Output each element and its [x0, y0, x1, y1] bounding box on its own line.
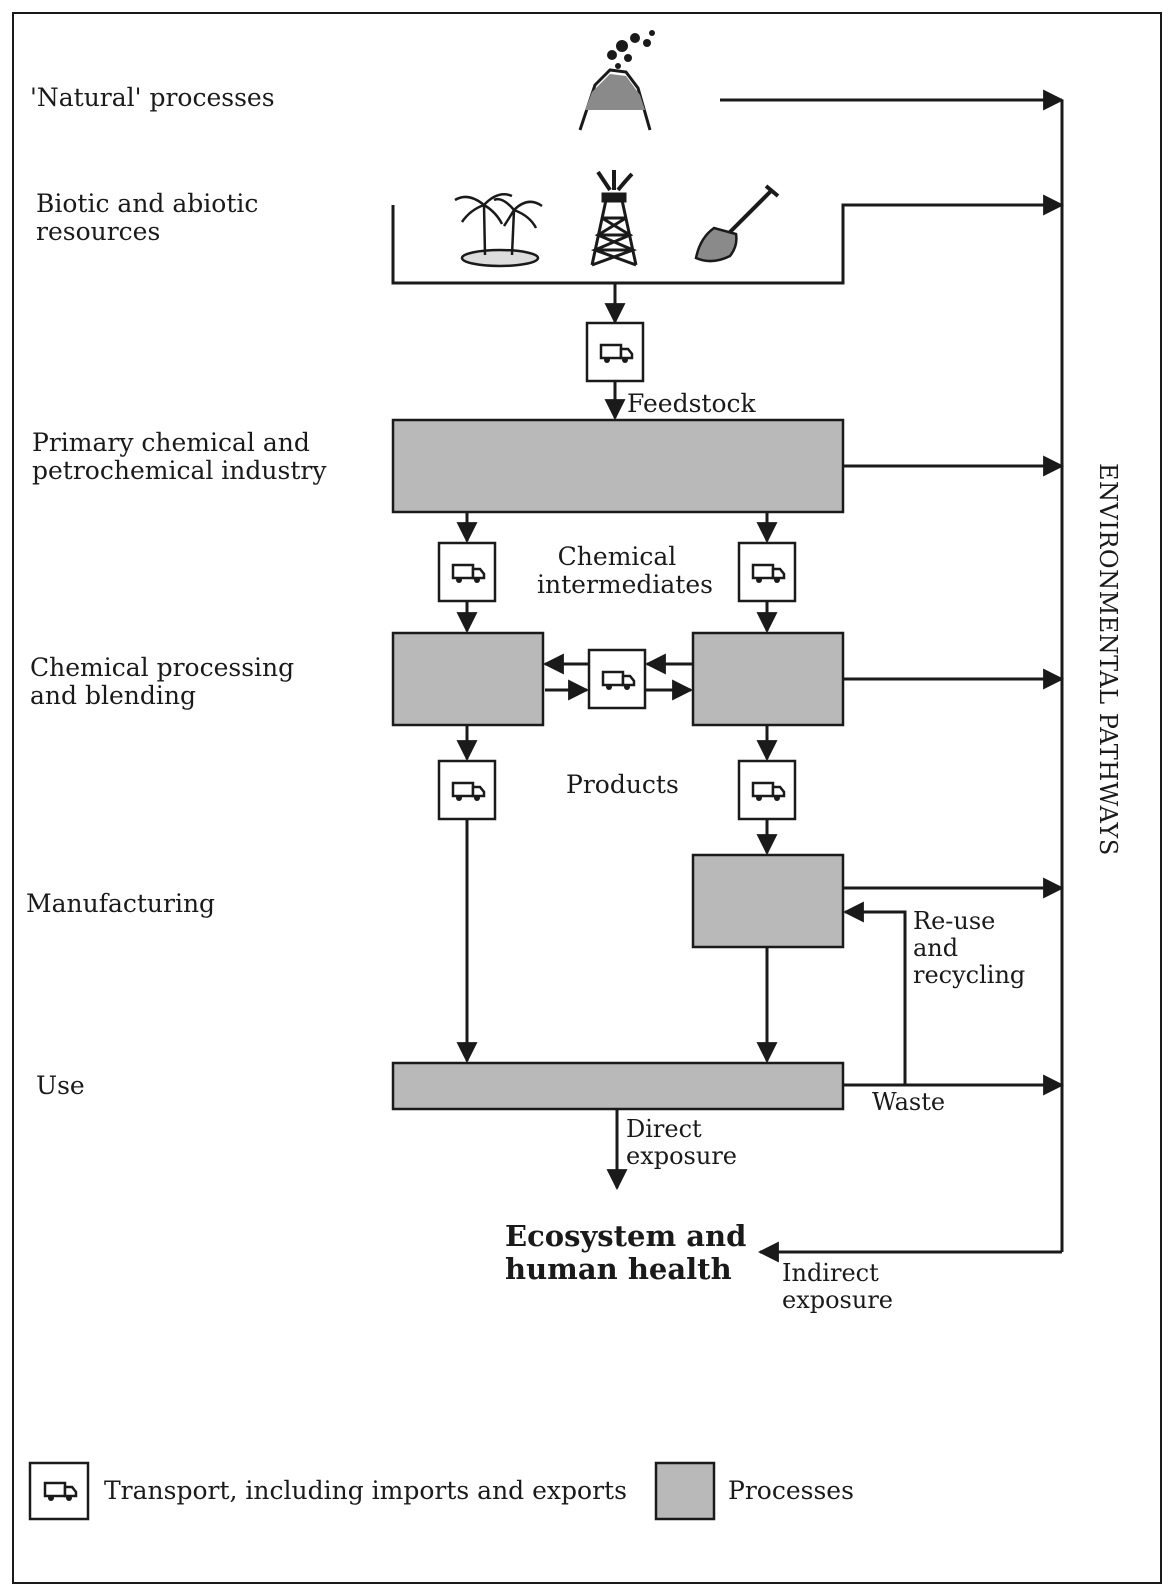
flow-label-intermediates: Chemical intermediates	[537, 542, 713, 599]
flow-label-indirect: Indirect exposure	[782, 1259, 893, 1314]
flow-label-products: Products	[566, 770, 679, 799]
oil-derrick-icon	[590, 170, 638, 267]
stage-label-primary: Primary chemical and petrochemical indus…	[32, 428, 327, 485]
stage-label-natural: 'Natural' processes	[30, 83, 275, 112]
palm-trees-icon	[454, 193, 543, 268]
process-box-processing-left	[391, 631, 545, 727]
legend-process-swatch	[654, 1461, 716, 1521]
diagram-frame	[12, 12, 1162, 1584]
volcano-icon	[578, 30, 655, 131]
process-box-manufacturing	[691, 853, 845, 949]
environmental-pathways-label: ENVIRONMENTAL PATHWAYS	[1094, 463, 1122, 856]
flow-label-direct: Direct exposure	[626, 1115, 737, 1170]
shovel-icon	[694, 184, 780, 263]
flow-label-waste: Waste	[872, 1088, 946, 1116]
process-box-processing-right	[691, 631, 845, 727]
stage-label-processing: Chemical processing and blending	[30, 653, 295, 710]
process-box-primary	[391, 418, 845, 514]
legend-transport-label: Transport, including imports and exports	[104, 1476, 627, 1505]
legend-processes-label: Processes	[728, 1476, 854, 1505]
stage-label-manufacturing: Manufacturing	[26, 889, 216, 918]
flow-label-reuse: Re-use and recycling	[913, 907, 1026, 989]
flow-label-feedstock: Feedstock	[627, 389, 756, 418]
process-box-use	[391, 1061, 845, 1111]
outcome-label: Ecosystem and human health	[505, 1219, 747, 1286]
stage-label-resources: Biotic and abiotic resources	[36, 189, 259, 246]
stage-label-use: Use	[36, 1071, 85, 1100]
